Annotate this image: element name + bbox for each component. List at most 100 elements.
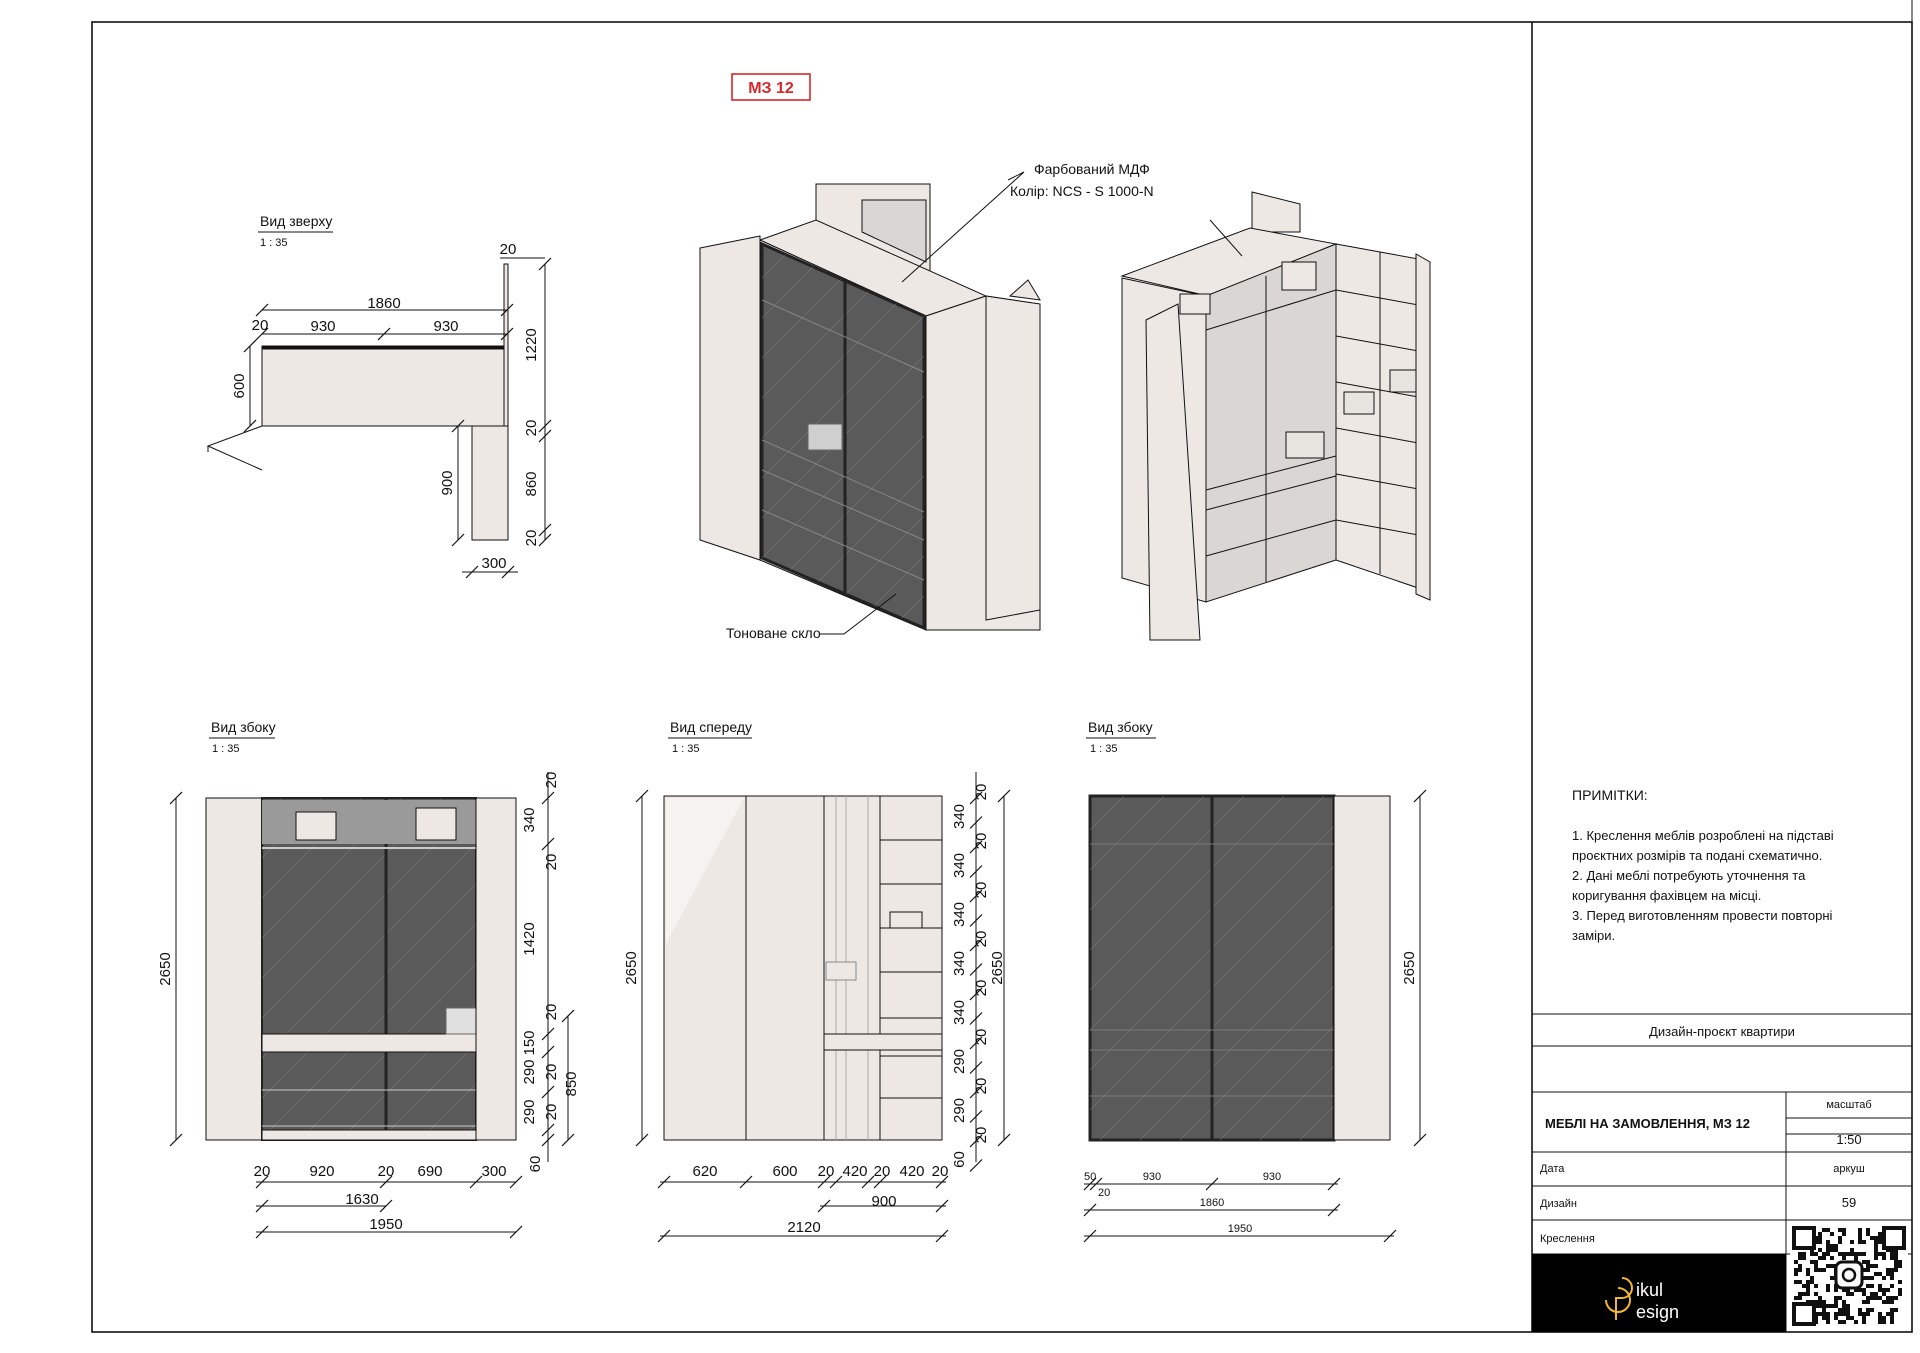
qr-cell bbox=[1842, 1252, 1846, 1256]
dim-tick bbox=[969, 1159, 983, 1172]
qr-cell bbox=[1818, 1300, 1822, 1304]
qr-cell bbox=[1862, 1312, 1866, 1316]
qr-cell bbox=[1794, 1296, 1798, 1300]
dim-20: 20 bbox=[378, 1163, 395, 1180]
dim-290: 290 bbox=[951, 1049, 968, 1074]
qr-cell bbox=[1894, 1260, 1898, 1264]
dim-20: 20 bbox=[543, 1004, 560, 1021]
dim-20: 20 bbox=[252, 317, 269, 334]
qr-cell bbox=[1802, 1284, 1806, 1288]
qr-code bbox=[1790, 1224, 1908, 1328]
qr-cell bbox=[1854, 1288, 1858, 1292]
note-line: проєктних розмірів та подані схематично. bbox=[1572, 848, 1822, 863]
qr-cell bbox=[1870, 1264, 1874, 1268]
qr-cell bbox=[1838, 1236, 1842, 1240]
dim-20: 20 bbox=[523, 530, 540, 547]
qr-cell bbox=[1826, 1228, 1830, 1232]
qr-cell bbox=[1874, 1236, 1878, 1240]
qr-cell bbox=[1798, 1252, 1802, 1256]
dim-20: 20 bbox=[818, 1163, 835, 1180]
qr-cell bbox=[1838, 1240, 1842, 1244]
qr-cell bbox=[1846, 1292, 1850, 1296]
qr-cell bbox=[1818, 1296, 1822, 1300]
sheet-border bbox=[91, 21, 1913, 1333]
qr-cell bbox=[1874, 1292, 1878, 1296]
qr-cell bbox=[1866, 1312, 1870, 1316]
callout-mdf: Фарбований МДФ bbox=[1034, 161, 1150, 177]
qr-cell bbox=[1798, 1268, 1802, 1272]
qr-cell bbox=[1858, 1236, 1862, 1240]
title-block: Дизайн-проєкт квартири МЕБЛІ НА ЗАМОВЛЕН… bbox=[1532, 1013, 1912, 1332]
qr-cell bbox=[1886, 1296, 1890, 1300]
qr-cell bbox=[1838, 1312, 1842, 1316]
qr-cell bbox=[1826, 1244, 1830, 1248]
dim-600: 600 bbox=[231, 373, 248, 398]
qr-cell bbox=[1862, 1300, 1866, 1304]
isometric-open bbox=[1120, 191, 1431, 641]
qr-cell bbox=[1834, 1300, 1838, 1304]
dim-1420: 1420 bbox=[521, 922, 538, 955]
qr-cell bbox=[1814, 1260, 1818, 1264]
dim-1860: 1860 bbox=[367, 295, 400, 312]
dim-20: 20 bbox=[543, 1104, 560, 1121]
qr-cell bbox=[1866, 1232, 1870, 1236]
qr-cell bbox=[1882, 1276, 1886, 1280]
qr-cell bbox=[1818, 1268, 1822, 1272]
qr-cell bbox=[1818, 1248, 1822, 1252]
qr-cell bbox=[1818, 1236, 1822, 1240]
qr-cell bbox=[1890, 1316, 1894, 1320]
qr-cell bbox=[1822, 1256, 1826, 1260]
qr-cell bbox=[1890, 1276, 1894, 1280]
side2-title: Вид збоку bbox=[1088, 719, 1153, 735]
qr-cell bbox=[1838, 1320, 1842, 1324]
qr-cell bbox=[1842, 1312, 1846, 1316]
qr-cell bbox=[1862, 1252, 1866, 1256]
sheet-number: 59 bbox=[1842, 1195, 1856, 1210]
qr-cell bbox=[1846, 1304, 1850, 1308]
qr-cell bbox=[1878, 1288, 1882, 1292]
qr-cell bbox=[1846, 1312, 1850, 1316]
qr-cell bbox=[1818, 1232, 1822, 1236]
callout-glass: Тоноване скло bbox=[726, 625, 821, 641]
top-view-title: Вид зверху bbox=[260, 213, 332, 229]
qr-cell bbox=[1830, 1276, 1834, 1280]
dim-300: 300 bbox=[481, 555, 506, 572]
qr-cell bbox=[1854, 1252, 1858, 1256]
dim-20: 20 bbox=[543, 772, 560, 789]
side2-scale: 1 : 35 bbox=[1090, 743, 1118, 755]
qr-cell bbox=[1894, 1256, 1898, 1260]
dim-340: 340 bbox=[951, 902, 968, 927]
qr-cell bbox=[1806, 1268, 1810, 1272]
project-title: Дизайн-проєкт квартири bbox=[1649, 1024, 1795, 1039]
dim-620: 620 bbox=[692, 1163, 717, 1180]
qr-cell bbox=[1898, 1280, 1902, 1284]
dim-340: 340 bbox=[951, 951, 968, 976]
qr-cell bbox=[1854, 1256, 1858, 1260]
dim-930: 930 bbox=[433, 318, 458, 335]
dim-tick bbox=[969, 1110, 983, 1123]
dim-tick bbox=[969, 1061, 983, 1074]
top-plan-return bbox=[471, 425, 509, 541]
note-line: заміри. bbox=[1572, 928, 1615, 943]
dim-150: 150 bbox=[521, 1030, 538, 1055]
qr-cell bbox=[1890, 1272, 1894, 1276]
qr-cell bbox=[1858, 1232, 1862, 1236]
qr-cell bbox=[1862, 1260, 1866, 1264]
dim-2650: 2650 bbox=[623, 951, 640, 984]
qr-cell bbox=[1890, 1296, 1894, 1300]
dim-tick bbox=[969, 791, 983, 805]
qr-cell bbox=[1878, 1236, 1882, 1240]
side-view-1: Вид збоку 1 : 35 2650 20 340 20 1420 20 … bbox=[157, 719, 580, 1239]
qr-cell bbox=[1842, 1228, 1846, 1232]
qr-cell bbox=[1890, 1312, 1894, 1316]
dim-930: 930 bbox=[1263, 1171, 1281, 1183]
qr-cell bbox=[1842, 1300, 1846, 1304]
dim-600: 600 bbox=[772, 1163, 797, 1180]
qr-cell bbox=[1850, 1252, 1854, 1256]
qr-cell bbox=[1826, 1248, 1830, 1252]
dim-920: 920 bbox=[309, 1163, 334, 1180]
front-title: Вид спереду bbox=[670, 719, 752, 735]
qr-cell bbox=[1882, 1300, 1886, 1304]
qr-cell bbox=[1842, 1304, 1846, 1308]
